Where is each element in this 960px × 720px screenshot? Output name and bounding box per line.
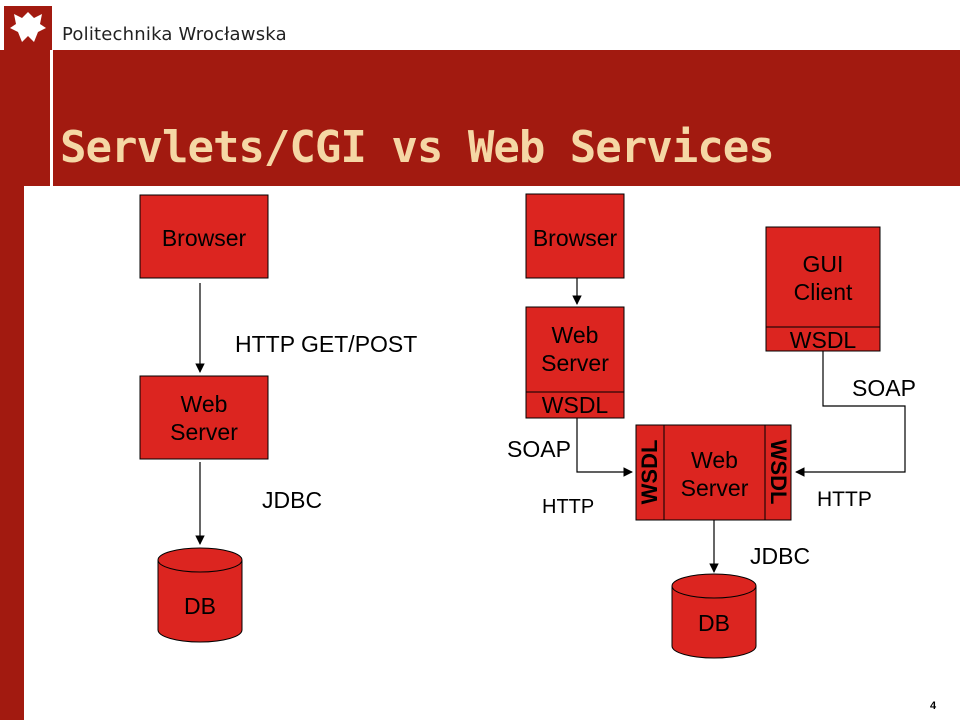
gui-client-line2: Client xyxy=(793,279,853,305)
left-db-label: DB xyxy=(184,593,216,619)
middle-soap-label: SOAP xyxy=(507,436,571,462)
right-http-label: HTTP xyxy=(817,488,872,511)
right-soap-label: SOAP xyxy=(852,375,916,401)
left-browser-label: Browser xyxy=(161,225,247,251)
middle-wsdl-label: WSDL xyxy=(541,392,609,418)
gui-client-box xyxy=(765,226,881,352)
left-jdbc-label: JDBC xyxy=(262,487,323,513)
left-accent-strip xyxy=(0,50,24,720)
university-logo-icon xyxy=(4,6,52,50)
right-web-server-label: Web Server xyxy=(664,446,765,502)
left-http-label: HTTP GET/POST xyxy=(235,331,418,357)
middle-web-server-line1: Web xyxy=(551,322,599,348)
middle-soap-arrow xyxy=(576,418,633,477)
right-db-label: DB xyxy=(698,610,730,636)
slide-title: Servlets/CGI vs Web Services xyxy=(60,122,775,173)
middle-http-label: HTTP xyxy=(542,496,595,518)
left-web-server-label: Web Server xyxy=(140,390,268,446)
right-wsdl-left-label: WSDL xyxy=(637,440,662,505)
left-browser-box xyxy=(139,194,269,279)
right-wsdl-right-label: WSDL xyxy=(766,440,791,505)
page-number: 4 xyxy=(930,700,937,712)
title-band xyxy=(24,50,960,186)
right-web-server-line2: Server xyxy=(680,475,749,501)
right-jdbc-label: JDBC xyxy=(750,543,811,569)
gui-client-line1: GUI xyxy=(802,251,844,277)
gui-wsdl-label: WSDL xyxy=(789,327,857,353)
middle-web-server-label: Web Server xyxy=(526,321,624,377)
middle-browser-box xyxy=(525,193,625,279)
right-web-server-line1: Web xyxy=(691,447,738,473)
gui-client-label: GUI Client xyxy=(766,250,880,306)
right-db-cylinder xyxy=(671,573,757,659)
middle-browser-label: Browser xyxy=(532,225,618,251)
right-soap-arrow xyxy=(795,351,906,477)
middle-web-server-box xyxy=(525,306,625,419)
left-web-server-line2: Server xyxy=(170,419,238,445)
middle-web-server-line2: Server xyxy=(541,350,609,376)
left-web-server-line1: Web xyxy=(180,391,228,417)
title-divider xyxy=(50,50,53,186)
left-web-server-box xyxy=(139,375,269,460)
left-db-cylinder xyxy=(157,547,243,643)
university-name: Politechnika Wrocławska xyxy=(62,24,287,45)
header-bar: Politechnika Wrocławska xyxy=(0,0,960,50)
